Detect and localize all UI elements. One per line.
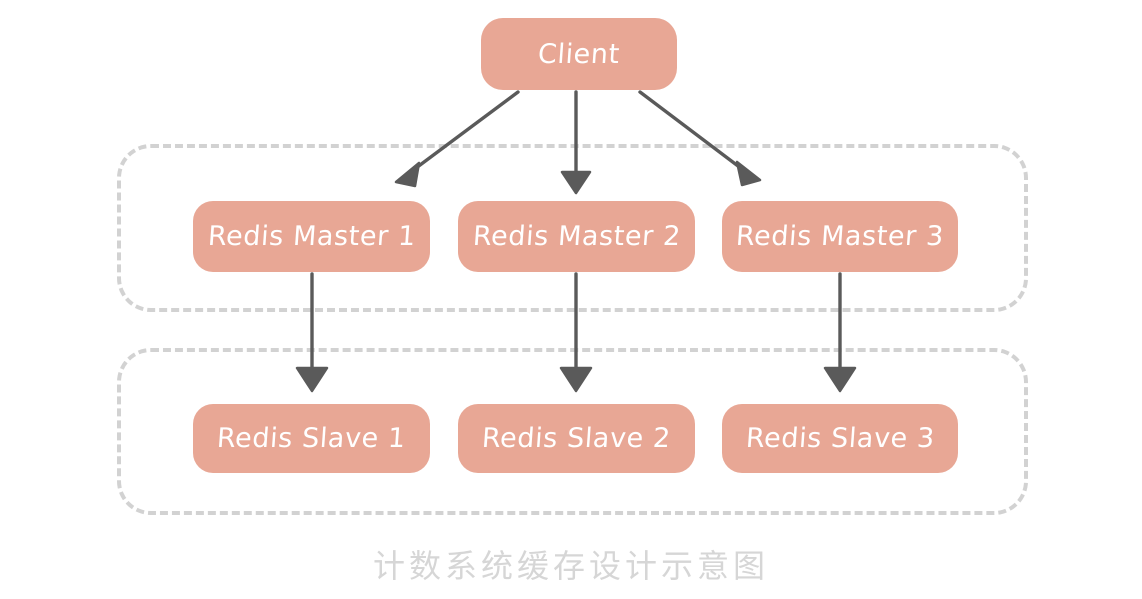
slaves-group-container [117,348,1028,515]
node-redis-slave-3-label: Redis Slave 3 [744,423,936,454]
node-client-label: Client [537,38,621,70]
node-redis-slave-2[interactable]: Redis Slave 2 [458,404,695,473]
node-redis-master-1-label: Redis Master 1 [206,221,417,252]
node-redis-slave-3[interactable]: Redis Slave 3 [722,404,958,473]
node-redis-slave-1[interactable]: Redis Slave 1 [193,404,430,473]
node-redis-slave-2-label: Redis Slave 2 [481,423,672,454]
node-redis-master-3-label: Redis Master 3 [734,221,945,252]
node-redis-master-2[interactable]: Redis Master 2 [458,201,695,272]
node-redis-master-1[interactable]: Redis Master 1 [193,201,430,272]
node-redis-master-3[interactable]: Redis Master 3 [722,201,958,272]
node-redis-slave-1-label: Redis Slave 1 [216,423,407,454]
node-client[interactable]: Client [481,18,677,90]
diagram-caption: 计数系统缓存设计示意图 [372,547,769,585]
node-redis-master-2-label: Redis Master 2 [471,221,682,252]
masters-group-container [117,144,1028,312]
